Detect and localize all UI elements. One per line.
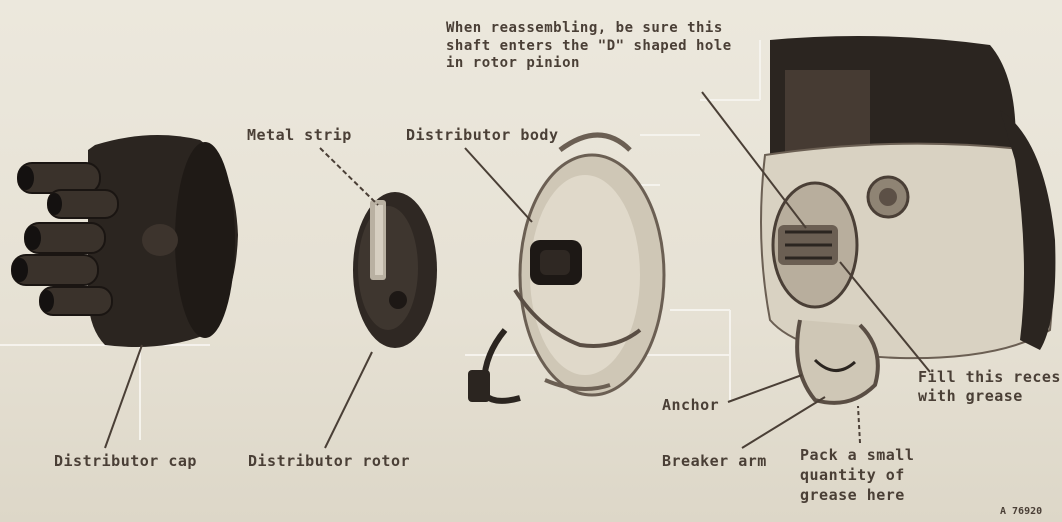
distributor-body-part <box>468 135 664 402</box>
label-reassembly-note: When reassembling, be sure this shaft en… <box>446 20 732 73</box>
label-fill-recess: Fill this recess with grease <box>918 368 1062 406</box>
label-distributor-cap: Distributor cap <box>54 452 197 471</box>
label-pack-grease: Pack a small quantity of grease here <box>800 446 914 505</box>
figure-id: A 76920 <box>1000 506 1042 517</box>
label-metal-strip: Metal strip <box>247 126 352 145</box>
label-distributor-rotor: Distributor rotor <box>248 452 410 471</box>
label-anchor: Anchor <box>662 396 719 415</box>
distributor-rotor-part <box>353 192 437 348</box>
label-distributor-body: Distributor body <box>406 126 559 145</box>
distributor-cap-part <box>12 135 238 347</box>
label-breaker-arm: Breaker arm <box>662 452 767 471</box>
distributor-assembly-part <box>761 36 1055 403</box>
